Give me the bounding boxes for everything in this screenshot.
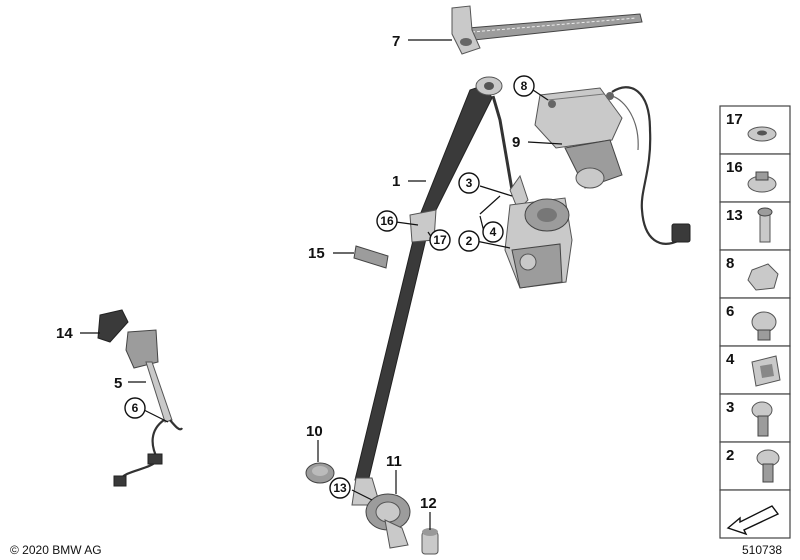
callout-9: 9 xyxy=(512,134,520,151)
callout-2: 2 xyxy=(466,234,473,248)
callout-17: 17 xyxy=(433,233,447,247)
panel-icon-13 xyxy=(759,213,771,243)
diagram-number: 510738 xyxy=(742,543,782,557)
panel-icon-8 xyxy=(747,263,779,291)
part-7-guide-rail xyxy=(451,5,643,55)
panel-label-8: 8 xyxy=(726,255,734,272)
callout-6: 6 xyxy=(132,401,139,415)
callout-15: 15 xyxy=(308,245,325,262)
part-15-cover xyxy=(353,245,389,269)
callout-10: 10 xyxy=(306,423,323,440)
panel-label-6: 6 xyxy=(726,303,734,320)
callout-16: 16 xyxy=(380,214,394,228)
leader-lines xyxy=(80,39,563,530)
panel-icon-6 xyxy=(751,311,777,333)
callout-14: 14 xyxy=(56,325,73,342)
callout-7: 7 xyxy=(392,33,400,50)
panel-label-4: 4 xyxy=(726,351,735,368)
callout-11: 11 xyxy=(386,453,402,470)
panel-label-13: 13 xyxy=(726,207,743,224)
copyright-text: © 2020 BMW AG xyxy=(10,543,102,557)
parts-panel: 17 16 13 8 6 4 3 2 xyxy=(719,105,791,539)
callout-12: 12 xyxy=(420,495,437,512)
part-2-retractor xyxy=(504,174,573,289)
part-8-9-height-adjuster xyxy=(534,86,691,245)
panel-label-3: 3 xyxy=(726,399,734,416)
arrow-icon xyxy=(726,505,780,536)
callout-3: 3 xyxy=(466,176,473,190)
panel-label-17: 17 xyxy=(726,111,743,128)
callout-1: 1 xyxy=(392,173,400,190)
callout-8: 8 xyxy=(521,79,528,93)
callouts: 7 1 15 9 14 5 10 11 12 8 3 4 2 16 17 6 1… xyxy=(56,33,535,512)
panel-label-16: 16 xyxy=(726,159,743,176)
panel-label-2: 2 xyxy=(726,447,734,464)
part-5-buckle xyxy=(97,309,183,487)
part-10-11-12-13-anchor xyxy=(305,462,439,555)
callout-4: 4 xyxy=(490,225,497,239)
callout-5: 5 xyxy=(114,375,122,392)
part-1-belt-webbing xyxy=(351,76,520,506)
callout-13: 13 xyxy=(333,481,347,495)
